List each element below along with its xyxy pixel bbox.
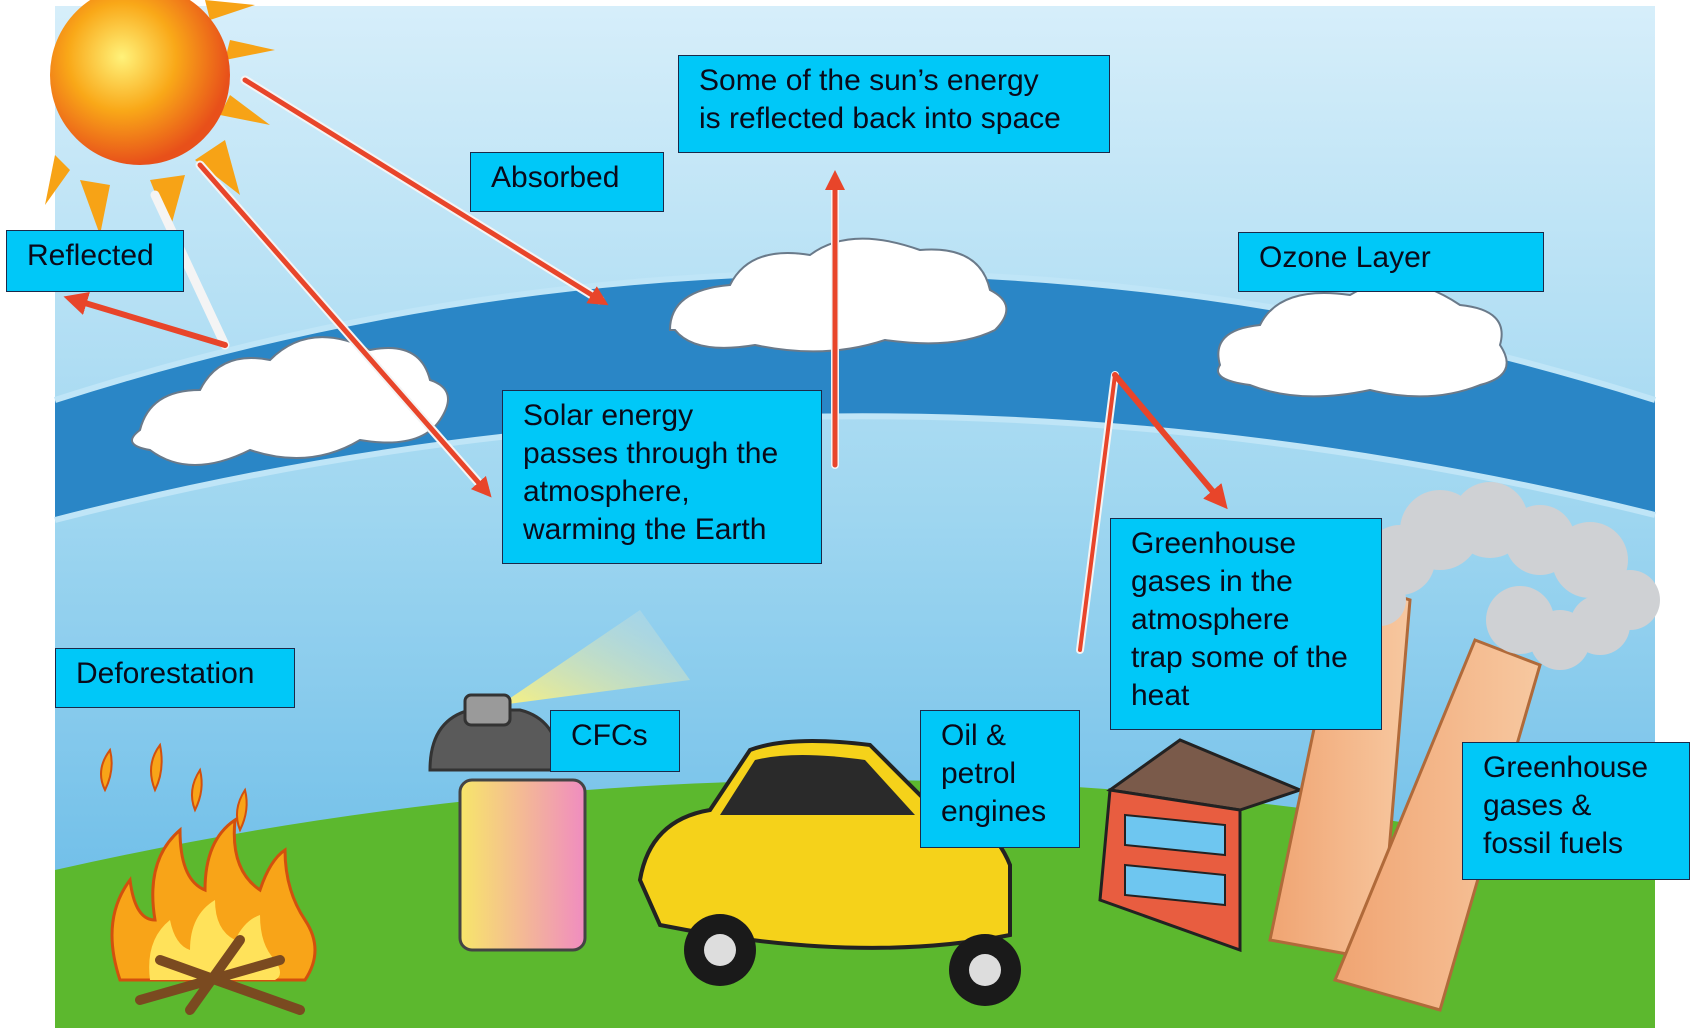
label-ozone-layer: Ozone Layer bbox=[1238, 232, 1544, 292]
spray-can bbox=[428, 610, 690, 952]
label-cfcs: CFCs bbox=[550, 710, 680, 772]
car bbox=[637, 739, 1021, 1006]
sun bbox=[45, 0, 275, 235]
label-reflected: Reflected bbox=[6, 230, 184, 292]
label-absorbed: Absorbed bbox=[470, 152, 664, 212]
label-deforestation: Deforestation bbox=[55, 648, 295, 708]
fire bbox=[100, 742, 317, 1015]
cloud-left bbox=[131, 336, 449, 466]
label-oil-petrol-engines: Oil & petrol engines bbox=[920, 710, 1080, 848]
label-greenhouse-gases-trap-heat: Greenhouse gases in the atmosphere trap … bbox=[1110, 518, 1382, 730]
energy-arrows bbox=[63, 75, 1228, 654]
factory bbox=[1098, 738, 1305, 953]
label-greenhouse-gases-fossil-fuels: Greenhouse gases & fossil fuels bbox=[1462, 742, 1690, 880]
label-reflected-into-space: Some of the sun’s energy is reflected ba… bbox=[678, 55, 1110, 153]
cloud-right bbox=[1217, 281, 1508, 398]
atmosphere-inner-edge bbox=[54, 413, 1656, 523]
label-solar-energy: Solar energy passes through the atmosphe… bbox=[502, 390, 822, 564]
